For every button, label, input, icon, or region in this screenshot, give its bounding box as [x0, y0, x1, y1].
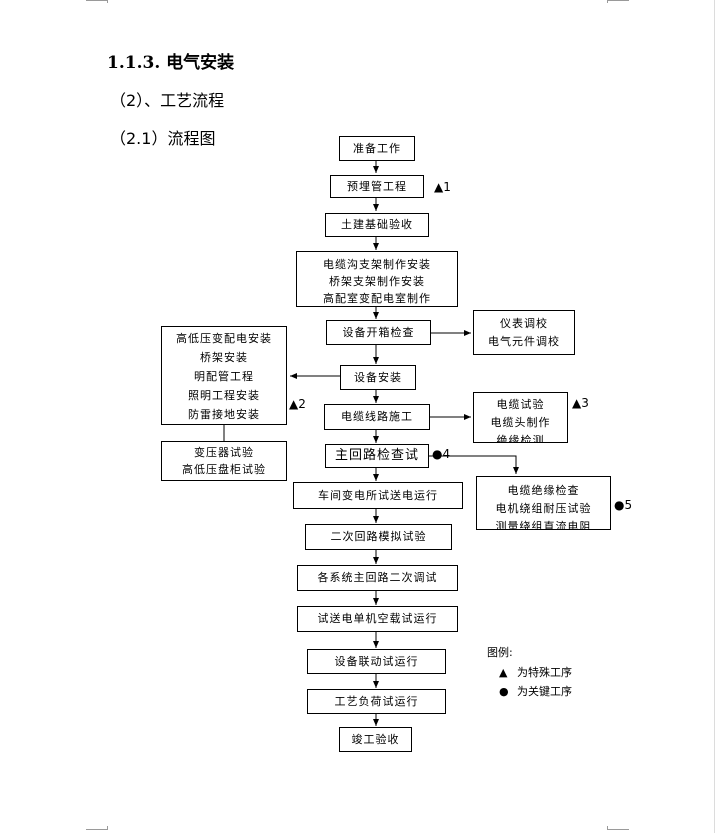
step-load-run: 工艺负荷试运行 [307, 689, 446, 714]
step-secondary-sim: 二次回路模拟试验 [305, 524, 452, 550]
step-foundation-accept: 土建基础验收 [325, 213, 429, 237]
bracket-line-1: 电缆沟支架制作安装 [323, 258, 431, 271]
left-install-line-2: 桥架安装 [200, 351, 248, 364]
insulation-line-3: 测量绕组直流电阻 [495, 520, 592, 530]
crop-mark [607, 826, 608, 830]
key-process-mark-5: ●5 [614, 498, 633, 512]
step-unpack-inspect: 设备开箱检查 [326, 320, 431, 345]
insulation-line-1: 电缆绝缘检查 [507, 484, 580, 497]
left-install-line-5: 防雷接地安装 [188, 408, 260, 421]
special-process-mark-3: ▲3 [572, 396, 589, 410]
cable-test-line-2: 电缆头制作 [490, 416, 551, 429]
step-linkage-run: 设备联动试运行 [307, 649, 446, 674]
step-bracket-install: 电缆沟支架制作安装 桥架支架制作安装 高配室变配电室制作 [296, 251, 458, 307]
crop-mark [86, 829, 108, 830]
crop-mark [86, 0, 108, 1]
crop-mark [607, 0, 629, 1]
transformer-line-2: 高低压盘柜试验 [182, 463, 266, 476]
arrow-to-insulation [429, 455, 519, 474]
legend-title: 图例: [487, 646, 513, 659]
legend-key: ● 为关键工序 [499, 683, 572, 699]
section-heading: 1.1.3. 电气安装 [107, 53, 235, 73]
instrument-line-1: 仪表调校 [500, 317, 548, 330]
step-cable-route: 电缆线路施工 [324, 404, 430, 430]
right-insulation-box: 电缆绝缘检查 电机绕组耐压试验 测量绕组直流电阻 [476, 476, 611, 530]
step-prepare: 准备工作 [339, 136, 415, 161]
circle-icon: ● [499, 685, 509, 698]
legend-special-label: 为特殊工序 [517, 666, 572, 679]
step-embed-pipe: 预埋管工程 [330, 175, 424, 198]
subheading-flowchart: （2.1）流程图 [110, 129, 216, 148]
step-noload-run: 试送电单机空载试运行 [297, 606, 458, 632]
crop-mark [107, 0, 108, 3]
left-transformer-box: 变压器试验 高低压盘柜试验 [161, 441, 287, 481]
step-system-debug: 各系统主回路二次调试 [297, 565, 458, 591]
step-main-circuit-check: 主回路检查试 [325, 444, 429, 468]
crop-mark [607, 829, 629, 830]
special-process-mark-2: ▲2 [289, 397, 306, 411]
left-install-line-4: 照明工程安装 [188, 389, 260, 402]
step-completion: 竣工验收 [339, 727, 412, 752]
key-process-mark-4: ●4 [432, 447, 451, 461]
transformer-line-1: 变压器试验 [194, 446, 254, 459]
crop-mark [107, 826, 108, 830]
legend-special: ▲ 为特殊工序 [499, 664, 572, 680]
left-install-line-1: 高低压变配电安装 [176, 332, 272, 345]
subheading-process: （2）、工艺流程 [110, 91, 225, 110]
step-substation-energize: 车间变电所试送电运行 [293, 482, 463, 509]
cable-test-line-1: 电缆试验 [496, 398, 545, 411]
cable-test-line-3: 绝缘检测 [496, 434, 545, 443]
legend-key-label: 为关键工序 [517, 685, 572, 698]
left-install-box: 高低压变配电安装 桥架安装 明配管工程 照明工程安装 防雷接地安装 [161, 326, 287, 425]
insulation-line-2: 电机绕组耐压试验 [495, 502, 592, 515]
crop-mark [607, 0, 608, 3]
special-process-mark-1: ▲1 [434, 180, 451, 194]
step-equipment-install: 设备安装 [340, 365, 416, 390]
bracket-line-3: 高配室变配电室制作 [323, 292, 431, 305]
triangle-icon: ▲ [499, 666, 508, 679]
bracket-line-2: 桥架支架制作安装 [329, 275, 425, 288]
left-install-line-3: 明配管工程 [194, 370, 254, 383]
right-cable-test-box: 电缆试验 电缆头制作 绝缘检测 [473, 392, 568, 443]
instrument-line-2: 电气元件调校 [488, 335, 560, 348]
right-instrument-box: 仪表调校 电气元件调校 [473, 310, 575, 355]
page-edge [714, 0, 715, 833]
